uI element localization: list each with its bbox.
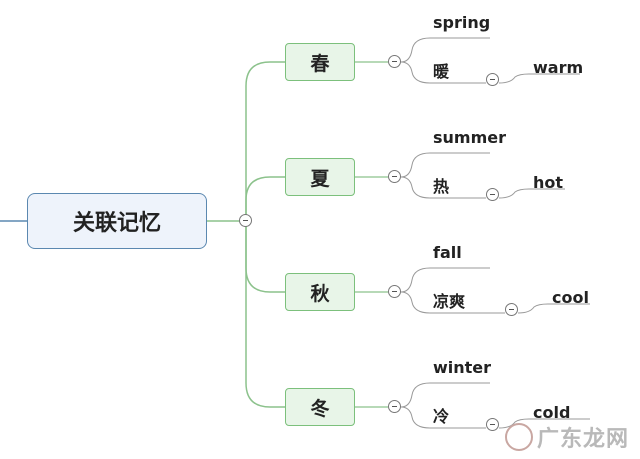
leaf-line-chinese-fall (400, 291, 505, 314)
leaf-meaning-fall[interactable]: cool (552, 288, 589, 307)
leaf-meaning-spring[interactable]: warm (533, 58, 584, 77)
leaf-meaning-winter[interactable]: cold (533, 403, 571, 422)
leaf-line-chinese-winter (400, 406, 486, 429)
leaf-english-fall[interactable]: fall (433, 243, 462, 262)
leaf-line-english-spring (400, 37, 490, 63)
season-node-fall[interactable]: 秋 (285, 273, 355, 311)
season-node-spring[interactable]: 春 (285, 43, 355, 81)
leaf-collapse-summer[interactable] (486, 188, 499, 201)
season-node-summer[interactable]: 夏 (285, 158, 355, 196)
leaf-line-chinese-summer (400, 176, 486, 199)
leaf-english-spring[interactable]: spring (433, 13, 491, 32)
leaf-line-english-fall (400, 267, 490, 293)
leaf-english-winter[interactable]: winter (433, 358, 492, 377)
leaf-meaning-summer[interactable]: hot (533, 173, 564, 192)
season-label-winter: 冬 (310, 397, 330, 420)
root-collapse-toggle[interactable] (239, 214, 252, 227)
season-label-summer: 夏 (310, 167, 330, 190)
leaf-line-meaning-summer (498, 188, 565, 199)
leaf-line-meaning-spring (498, 73, 580, 84)
branch-line-summer (245, 176, 285, 221)
leaf-collapse-winter[interactable] (486, 418, 499, 431)
leaf-collapse-spring[interactable] (486, 73, 499, 86)
leaf-collapse-fall[interactable] (505, 303, 518, 316)
root-node-label: 关联记忆 (72, 211, 161, 236)
leaf-line-chinese-spring (400, 61, 486, 84)
watermark: 广东龙网 (505, 418, 637, 456)
branch-line-winter (245, 221, 285, 408)
leaf-line-meaning-fall (517, 303, 590, 314)
branch-line-spring (245, 61, 285, 221)
leaf-chinese-fall[interactable]: 凉爽 (433, 292, 466, 311)
root-node[interactable]: 关联记忆 (27, 193, 207, 249)
season-node-winter[interactable]: 冬 (285, 388, 355, 426)
leaf-line-meaning-winter (498, 418, 590, 429)
leaf-chinese-summer[interactable]: 热 (433, 177, 450, 196)
season-collapse-fall[interactable] (388, 285, 401, 298)
season-collapse-spring[interactable] (388, 55, 401, 68)
leaf-chinese-winter[interactable]: 冷 (433, 407, 450, 426)
leaf-line-english-winter (400, 382, 490, 408)
leaf-line-english-summer (400, 152, 490, 178)
season-label-spring: 春 (310, 52, 330, 75)
watermark-text: 广东龙网 (537, 427, 630, 452)
watermark-logo-icon (505, 423, 533, 451)
season-collapse-winter[interactable] (388, 400, 401, 413)
season-label-fall: 秋 (310, 282, 330, 305)
season-collapse-summer[interactable] (388, 170, 401, 183)
leaf-chinese-spring[interactable]: 暖 (433, 62, 450, 81)
leaf-english-summer[interactable]: summer (433, 128, 506, 147)
branch-line-fall (245, 221, 285, 293)
